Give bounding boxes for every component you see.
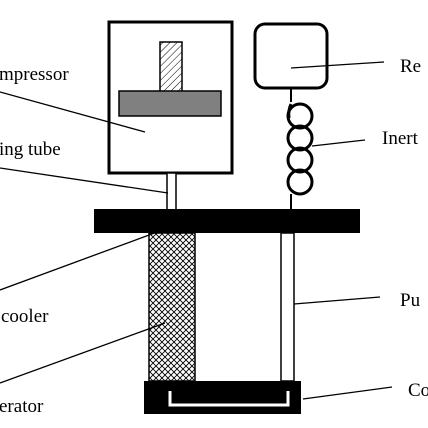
regenerator-label: erator <box>0 396 44 417</box>
compressor-label: mpressor <box>0 64 69 85</box>
leader-lines <box>0 61 393 400</box>
compressor-piston <box>118 90 222 117</box>
pulse-tube-label: Pu <box>400 290 421 311</box>
cold-head-leader <box>302 386 393 400</box>
cold-head-pulse-fins <box>281 381 294 391</box>
compressor-leader <box>0 91 146 133</box>
inertance-tube-leader <box>311 139 366 147</box>
aftercooler-label: cooler <box>1 306 49 327</box>
inertance-tube-label: Inert <box>382 128 419 149</box>
regenerator-leader <box>0 322 166 384</box>
reservoir-leader <box>290 61 385 69</box>
pulse-tube-leader <box>293 296 381 305</box>
connecting-tube-leader <box>0 167 169 194</box>
aftercooler-fins <box>148 209 194 233</box>
inertance-tube-coil <box>286 102 314 196</box>
pulse-tube-warm-fins <box>276 209 298 233</box>
reservoir <box>253 22 329 90</box>
warm-flange-plate <box>94 209 360 233</box>
aftercooler-leader <box>0 227 169 291</box>
regenerator <box>148 232 196 382</box>
compressor-piston-rod <box>159 41 183 93</box>
cold-head-regen-fins <box>150 381 194 391</box>
pulse-tube <box>280 232 295 382</box>
cold-head-label: Co <box>408 380 428 401</box>
connecting-tube-label: ing tube <box>0 139 61 160</box>
connecting-tube <box>166 172 177 211</box>
reservoir-label: Re <box>400 56 421 77</box>
cold-head-flow-channel <box>168 391 290 407</box>
